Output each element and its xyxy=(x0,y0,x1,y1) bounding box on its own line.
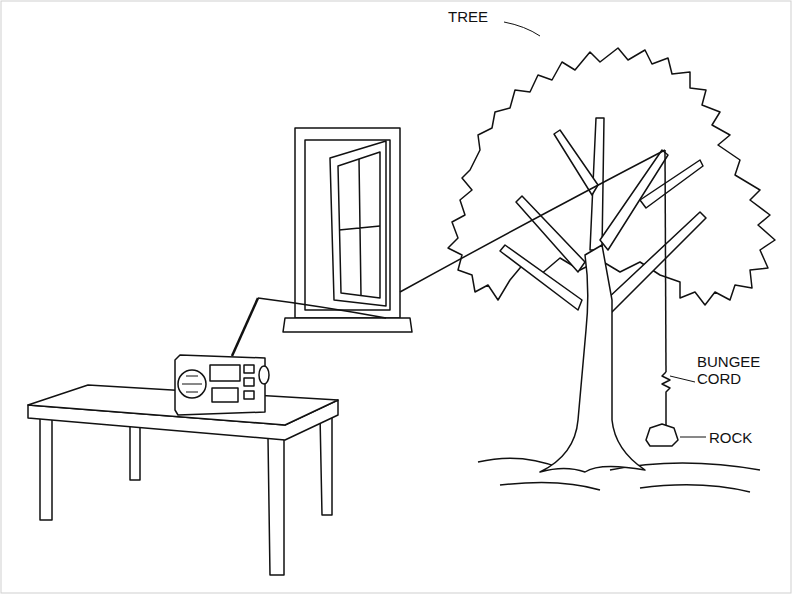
table-leg xyxy=(40,415,52,520)
bungee-cord xyxy=(662,372,670,428)
radio-speaker xyxy=(178,370,206,398)
window-opening xyxy=(305,140,390,310)
radio-antenna xyxy=(232,298,258,356)
tree-branch xyxy=(500,245,582,310)
leader-line xyxy=(504,22,540,36)
radio-body xyxy=(175,355,265,415)
antenna-wire xyxy=(400,150,665,292)
part-label: TREE xyxy=(448,8,518,25)
leader-line xyxy=(670,376,695,382)
tree-branch xyxy=(606,212,706,312)
tree-branch xyxy=(554,130,598,195)
rock xyxy=(646,424,678,446)
antenna-wire xyxy=(258,298,386,318)
table-leg xyxy=(268,438,284,575)
part-label: BUNGEE CORD xyxy=(697,353,759,387)
radio-display xyxy=(210,365,240,381)
radio-button xyxy=(244,391,254,399)
tree-branch xyxy=(640,160,703,208)
radio-button xyxy=(244,378,254,386)
table-leg xyxy=(320,412,332,515)
window-glass xyxy=(338,152,380,298)
support-rope xyxy=(665,150,666,372)
window-frame xyxy=(295,128,400,318)
tree-canopy xyxy=(448,48,775,305)
window-sash xyxy=(330,141,386,306)
window-muntins xyxy=(339,159,380,296)
speaker-grille xyxy=(182,376,202,392)
window-sill xyxy=(283,318,412,332)
part-label: ROCK xyxy=(709,429,769,446)
leader-line xyxy=(680,437,706,438)
tree-trunk xyxy=(540,245,645,472)
radio-knob xyxy=(259,366,269,384)
radio-keypad xyxy=(212,388,238,402)
radio-button xyxy=(244,365,254,373)
